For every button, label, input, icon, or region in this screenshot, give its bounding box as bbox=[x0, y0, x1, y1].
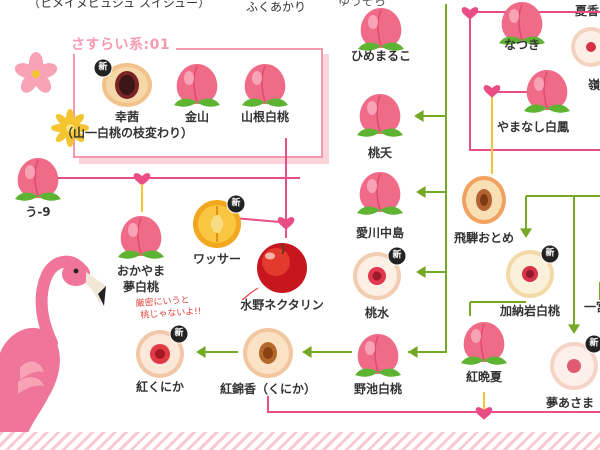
variety-summer-fragment[interactable] bbox=[571, 24, 600, 67]
arrow-down-icon bbox=[520, 228, 532, 238]
variety-label: う-9 bbox=[25, 205, 51, 219]
variety-label: 桃水 bbox=[364, 306, 390, 320]
arrow-left-icon bbox=[416, 266, 426, 278]
cross-heart-icon bbox=[461, 7, 479, 20]
variety-label: 紅くにか bbox=[135, 380, 185, 394]
variety-label: 愛川中島 bbox=[355, 226, 405, 240]
arrow-down-icon bbox=[568, 324, 580, 334]
cut-peach-brown-pit-icon bbox=[243, 328, 293, 378]
peach-icon bbox=[118, 216, 164, 259]
header-fragment-right: ゆうぞら bbox=[338, 0, 387, 8]
variety-label: 桃夭 bbox=[367, 146, 393, 160]
variety-tosui[interactable]: 新 桃水 bbox=[353, 246, 407, 320]
variety-wasser[interactable]: 新 ワッサー bbox=[193, 194, 246, 266]
variety-label: 紅晩夏 bbox=[465, 370, 503, 384]
cut-yellow-peach-icon bbox=[193, 200, 241, 248]
cut-peach-red-pit-icon bbox=[550, 342, 598, 390]
variety-mizuno[interactable]: 水野ネクタリン bbox=[240, 240, 324, 312]
variety-kinzan[interactable]: 金山 bbox=[174, 58, 220, 124]
link-right-pink bbox=[469, 12, 600, 151]
variety-yumeasama[interactable]: 新 夢あさま bbox=[546, 334, 600, 410]
note-arrow bbox=[241, 287, 259, 301]
variety-hida[interactable]: 飛騨おとめ bbox=[454, 174, 514, 245]
variety-kanoiwa[interactable]: 新 加納岩白桃 bbox=[500, 244, 560, 318]
new-badge: 新 bbox=[93, 58, 113, 78]
link-wasser-cross bbox=[233, 217, 281, 223]
nectarine-icon bbox=[257, 243, 307, 293]
cut-peach-red-pit-icon bbox=[353, 252, 401, 300]
group-title: さすらい系:01 bbox=[65, 34, 177, 54]
new-badge: 新 bbox=[584, 334, 600, 354]
bottom-stripe-band bbox=[0, 432, 600, 450]
variety-label: ワッサー bbox=[192, 252, 242, 266]
peach-icon bbox=[355, 334, 401, 377]
arrow-left-icon bbox=[414, 110, 424, 122]
variety-benikinko[interactable]: 紅錦香（くにか） bbox=[220, 326, 316, 396]
variety-sankon[interactable]: 山根白桃 bbox=[241, 58, 289, 124]
cut-peach-icon bbox=[571, 27, 600, 67]
variety-label: 幸茜 bbox=[114, 110, 140, 124]
variety-ichi[interactable]: 一宮 bbox=[584, 300, 600, 314]
cross-heart-icon bbox=[133, 173, 151, 186]
variety-label: 水野ネクタリン bbox=[240, 298, 324, 312]
cross-heart-icon bbox=[475, 407, 493, 420]
peach-icon bbox=[461, 322, 507, 365]
variety-label: 紅錦香（くにか） bbox=[219, 382, 317, 396]
trunk-green bbox=[408, 58, 447, 353]
variety-label: 嶺 bbox=[587, 78, 600, 92]
new-badge: 新 bbox=[540, 244, 560, 264]
variety-u9[interactable]: う-9 bbox=[15, 152, 61, 219]
variety-sublabel: （山一白桃の枝変わり） bbox=[60, 126, 194, 140]
variety-label: おかやま bbox=[116, 264, 166, 278]
variety-label: ひめまるこ bbox=[350, 49, 412, 63]
variety-noike[interactable]: 野池白桃 bbox=[354, 328, 402, 396]
arrow-left-icon bbox=[416, 186, 426, 198]
header-fragment-left: （ヒメイヌビュジュ スイジュー） bbox=[28, 0, 211, 10]
variety-yamanashi[interactable]: やまなし白鳳 bbox=[497, 64, 570, 134]
variety-momoten[interactable]: 桃夭 bbox=[357, 88, 403, 160]
variety-aikawa[interactable]: 愛川中島 bbox=[356, 166, 404, 240]
peach-icon bbox=[242, 64, 288, 107]
variety-okayama[interactable]: おかやま 夢白桃 bbox=[117, 210, 165, 294]
peach-icon bbox=[174, 64, 220, 107]
variety-label: 夢あさま bbox=[545, 396, 595, 410]
peach-icon bbox=[15, 158, 61, 201]
cut-peach-dark-pit-icon bbox=[102, 63, 152, 107]
pink-flower-icon bbox=[14, 52, 58, 93]
variety-benikunika[interactable]: 新 紅くにか bbox=[136, 324, 189, 394]
variety-kobanka[interactable]: 紅晩夏 bbox=[461, 316, 507, 384]
cut-peach-red-pit-icon bbox=[136, 330, 184, 378]
variety-label: やまなし白鳳 bbox=[496, 120, 570, 134]
variety-koakane[interactable]: 新 幸茜 （山一白桃の枝変わり） bbox=[61, 58, 193, 140]
variety-sublabel: 夢白桃 bbox=[122, 280, 160, 294]
yellow-flower-icon bbox=[51, 109, 89, 147]
peach-icon bbox=[524, 70, 570, 113]
variety-label: 一宮 bbox=[583, 300, 600, 314]
new-badge: 新 bbox=[169, 324, 189, 344]
variety-label: なつき bbox=[503, 38, 541, 52]
header-fragment-center: ふくあかり bbox=[246, 0, 307, 14]
flamingo-illustration bbox=[0, 255, 106, 438]
peach-icon bbox=[357, 172, 403, 215]
arrow-left-icon bbox=[302, 346, 312, 358]
cut-peach-red-pit-icon bbox=[506, 250, 554, 298]
variety-label: 金山 bbox=[184, 110, 210, 124]
peach-icon bbox=[357, 94, 403, 137]
peach-icon bbox=[499, 2, 545, 45]
variety-label: 加納岩白桃 bbox=[499, 304, 561, 318]
arrow-left-icon bbox=[408, 346, 418, 358]
new-badge: 新 bbox=[387, 246, 407, 266]
note-not-a-peach: 厳密にいうと 桃じゃないよ!! bbox=[135, 294, 202, 322]
variety-label: 飛騨おとめ bbox=[453, 231, 515, 245]
new-badge: 新 bbox=[226, 194, 246, 214]
variety-label: 野池白桃 bbox=[353, 382, 403, 396]
variety-himemaruko[interactable]: ひめまるこ bbox=[351, 2, 411, 63]
variety-label: 山根白桃 bbox=[240, 110, 290, 124]
peach-icon bbox=[358, 8, 404, 51]
variety-rei[interactable]: 嶺 bbox=[588, 74, 600, 92]
cut-peach-brown-pit-icon bbox=[462, 176, 506, 224]
arrow-left-icon bbox=[196, 346, 206, 358]
cross-heart-icon bbox=[277, 217, 295, 230]
